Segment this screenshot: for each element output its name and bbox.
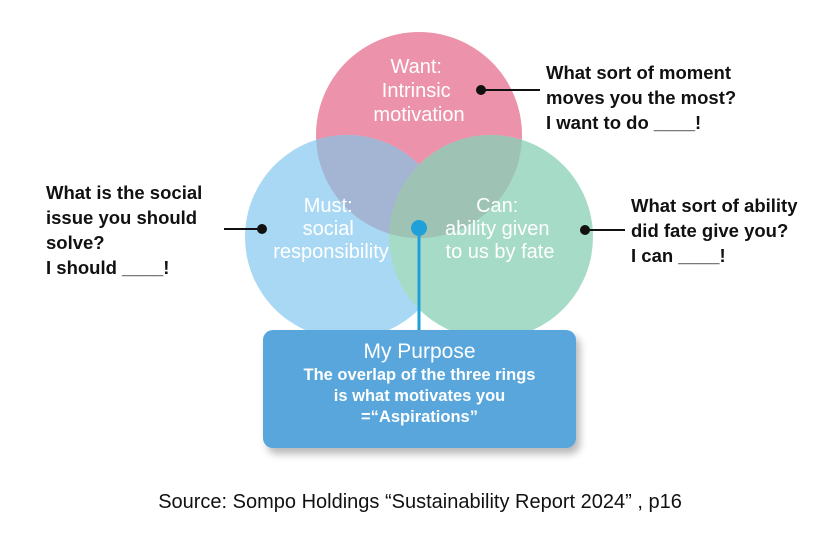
purpose-line: is what motivates you [333,387,506,405]
can-question-line: did fate give you? [631,220,789,241]
want-question-line: moves you the most? [546,87,737,108]
must-connector-dot [257,224,267,234]
must-question: What is the social issue you should solv… [46,180,202,280]
must-question-line: issue you should [46,207,198,228]
can-question: What sort of ability did fate give you? … [631,193,798,268]
purpose-title: My Purpose [363,340,476,363]
purpose-line: =“Aspirations” [361,408,478,426]
want-question-line: What sort of moment [546,62,731,83]
source-caption: Source: Sompo Holdings “Sustainability R… [158,491,682,513]
must-question-line: What is the social [46,182,203,203]
can-question-line: What sort of ability [631,195,798,216]
center-dot [411,220,427,236]
can-connector-dot [580,225,590,235]
can-label: Can: ability given to us by fate [445,195,555,263]
must-label: Must: social responsibility [273,195,389,263]
purpose-box: My Purpose The overlap of the three ring… [263,330,576,448]
must-question-line: I should ____! [46,257,170,278]
want-connector-dot [476,85,486,95]
must-question-line: solve? [46,232,105,253]
want-label: Want: Intrinsic motivation [373,56,464,126]
can-question-line: I can ____! [631,245,726,266]
want-question-line: I want to do ____! [546,112,702,133]
want-question: What sort of moment moves you the most? … [546,60,736,135]
purpose-line: The overlap of the three rings [303,366,536,384]
